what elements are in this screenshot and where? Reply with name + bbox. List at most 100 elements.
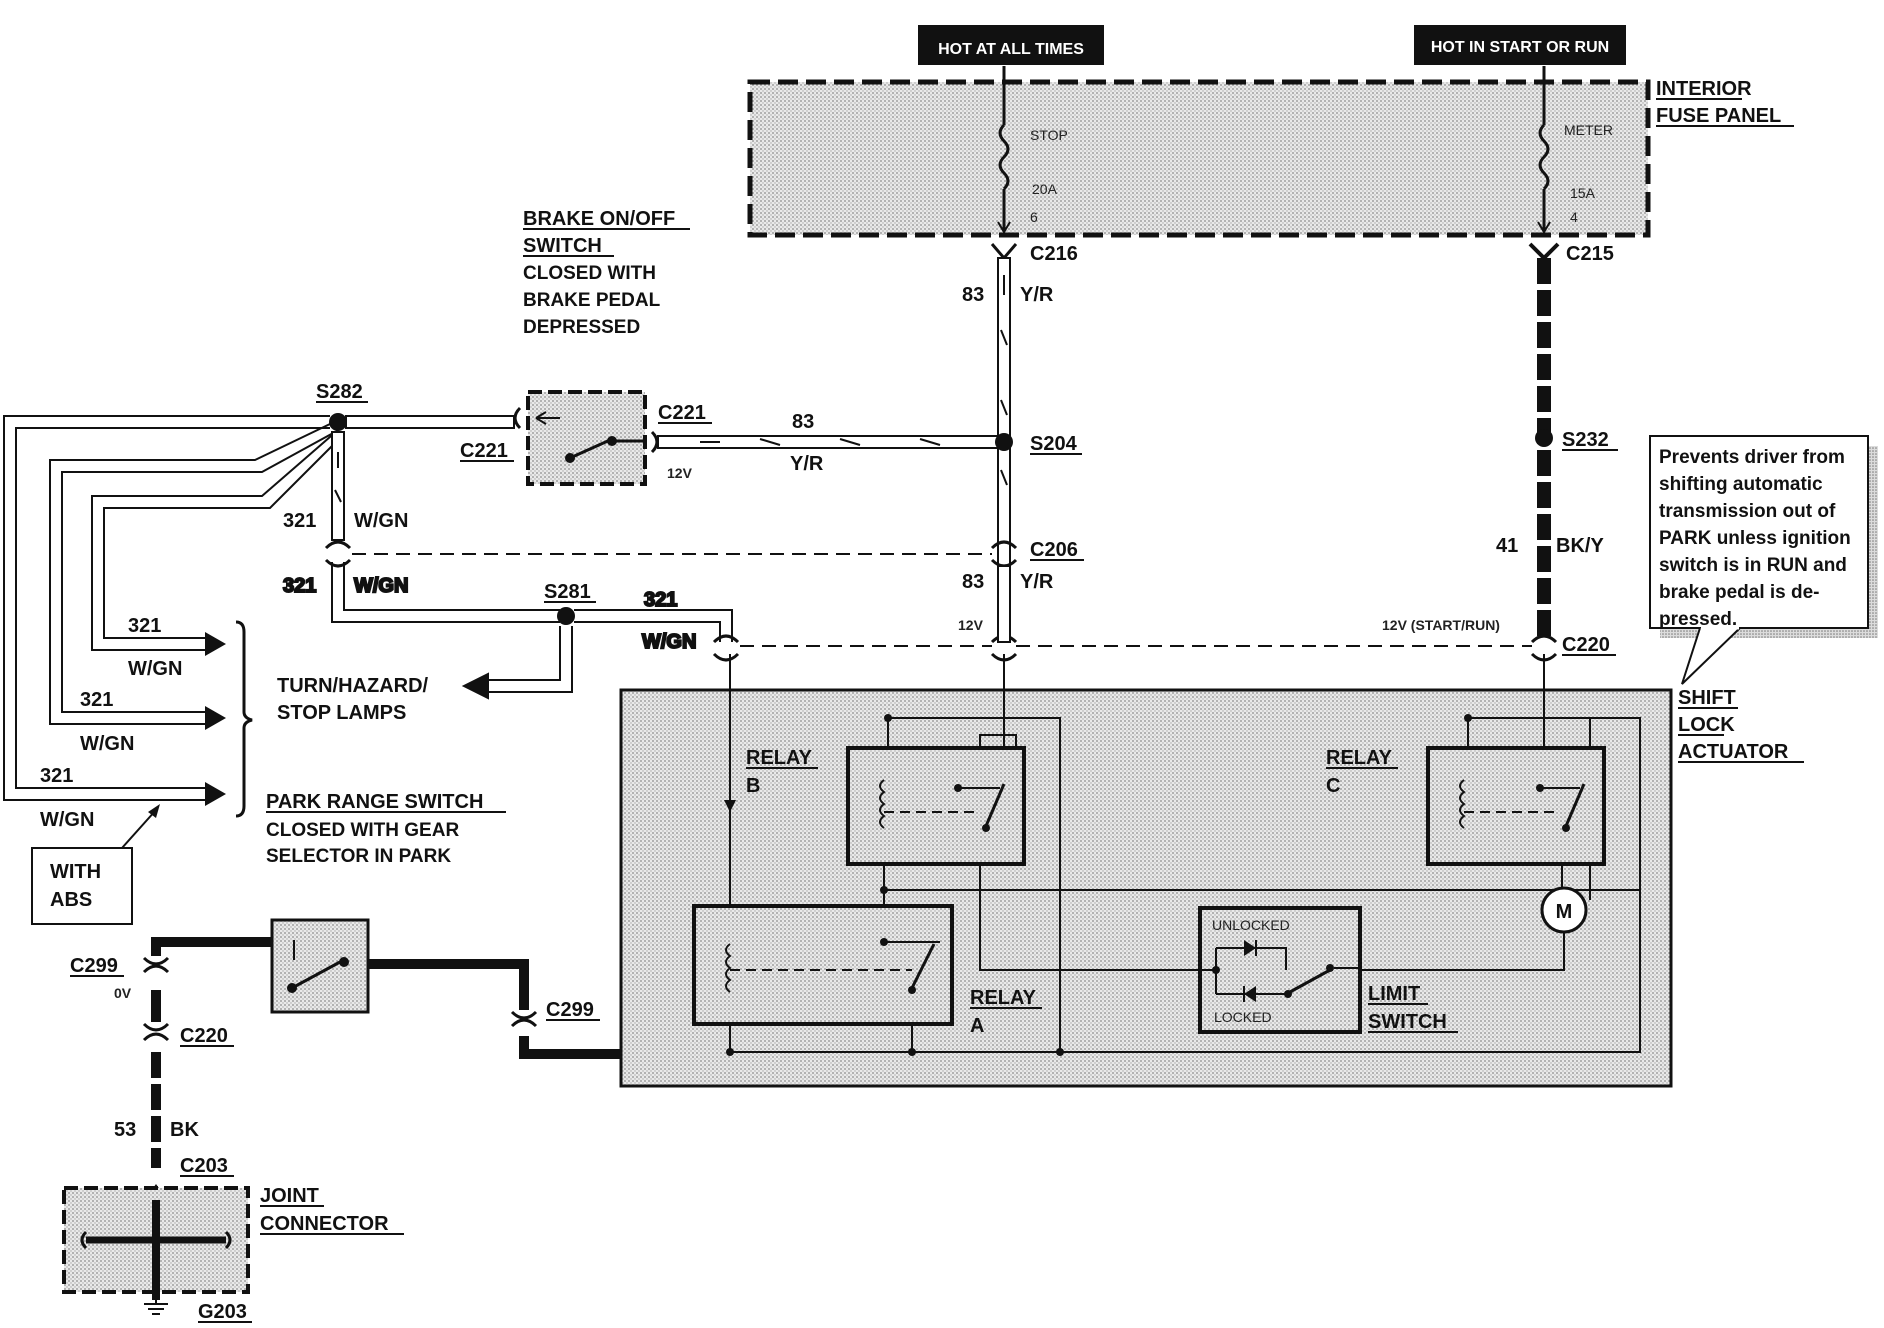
svg-text:RELAY: RELAY — [970, 987, 1037, 1009]
svg-text:20A: 20A — [1032, 181, 1058, 197]
svg-text:53: 53 — [114, 1119, 136, 1141]
c299-connector-right: C299 — [510, 999, 600, 1028]
wire-321-wgn-arrows — [205, 632, 226, 806]
shift-lock-actuator: RELAY B RELAY C RELAY A — [619, 654, 1673, 1088]
wire-53-bk: 53 BK — [114, 1119, 199, 1141]
svg-text:S281: S281 — [544, 581, 591, 603]
svg-text:12V: 12V — [667, 465, 693, 481]
brake-switch — [526, 390, 647, 486]
svg-text:SWITCH: SWITCH — [1368, 1011, 1447, 1033]
c220-connector-bottom: C220 — [142, 1022, 234, 1047]
splice-s282: S282 — [316, 381, 368, 431]
actuator-input-connectors — [712, 634, 1558, 662]
limit-switch-label: LIMIT SWITCH — [1368, 983, 1458, 1033]
svg-text:G203: G203 — [198, 1301, 247, 1323]
svg-text:4: 4 — [1570, 209, 1578, 225]
wire-321-to-s281: 321 W/GN — [282, 562, 560, 623]
svg-text:W/GN: W/GN — [80, 733, 134, 755]
splice-s281: S281 — [544, 581, 596, 625]
svg-text:83: 83 — [792, 411, 814, 433]
shift-lock-actuator-label: SHIFT LOCK ACTUATOR — [1678, 687, 1804, 763]
svg-text:A: A — [970, 1015, 984, 1037]
splice-s232: S232 — [1535, 429, 1618, 451]
interior-fuse-panel: INTERIOR FUSE PANEL — [747, 78, 1794, 238]
svg-text:C299: C299 — [70, 955, 118, 977]
svg-text:83: 83 — [962, 571, 984, 593]
svg-text:brake pedal is de-: brake pedal is de- — [1659, 582, 1820, 603]
svg-text:W/GN: W/GN — [642, 631, 696, 653]
svg-text:C221: C221 — [658, 402, 706, 424]
svg-text:15A: 15A — [1570, 185, 1596, 201]
turn-hazard-stop-lamps-label: TURN/HAZARD/ STOP LAMPS — [277, 675, 429, 724]
hot-in-start-or-run-tag: HOT IN START OR RUN — [1414, 25, 1626, 65]
svg-text:SELECTOR IN PARK: SELECTOR IN PARK — [266, 846, 451, 867]
wire-321-wgn-harness — [3, 415, 515, 801]
relay-a: RELAY A — [692, 904, 1042, 1037]
svg-text:JOINT: JOINT — [260, 1185, 319, 1207]
svg-text:LOCK: LOCK — [1678, 714, 1735, 736]
ground-switch — [270, 918, 370, 1014]
svg-text:12V: 12V — [958, 617, 984, 633]
wire-to-turn-lamps — [461, 626, 573, 700]
splice-s204: S204 — [995, 433, 1082, 455]
c220-connector-top: 12V (START/RUN) C220 — [1382, 617, 1616, 656]
svg-text:ACTUATOR: ACTUATOR — [1678, 741, 1789, 763]
svg-text:W/GN: W/GN — [40, 809, 94, 831]
wire-321-wgn-labels: 321 W/GN 321 W/GN 321 W/GN 321 W/GN — [40, 510, 408, 831]
svg-text:Prevents driver from: Prevents driver from — [1659, 447, 1845, 468]
svg-text:321: 321 — [283, 510, 316, 532]
svg-text:C203: C203 — [180, 1155, 228, 1177]
brake-switch-label: BRAKE ON/OFF SWITCH CLOSED WITH BRAKE PE… — [523, 208, 690, 338]
svg-text:CLOSED WITH GEAR: CLOSED WITH GEAR — [266, 820, 459, 841]
with-abs-box: WITH ABS — [31, 804, 160, 925]
svg-text:321: 321 — [128, 615, 161, 637]
svg-text:Y/R: Y/R — [1020, 571, 1054, 593]
svg-text:STOP: STOP — [1030, 127, 1068, 143]
svg-text:SHIFT: SHIFT — [1678, 687, 1736, 709]
svg-text:STOP LAMPS: STOP LAMPS — [277, 702, 406, 724]
svg-text:HOT AT ALL TIMES: HOT AT ALL TIMES — [938, 41, 1084, 58]
svg-text:83: 83 — [962, 284, 984, 306]
svg-text:6: 6 — [1030, 209, 1038, 225]
svg-text:C220: C220 — [1562, 634, 1610, 656]
svg-text:W/GN: W/GN — [354, 575, 408, 597]
motor-icon: M — [1540, 886, 1588, 934]
svg-text:C220: C220 — [180, 1025, 228, 1047]
svg-text:B: B — [746, 775, 760, 797]
relay-b: RELAY B — [724, 746, 1026, 866]
svg-text:BK: BK — [170, 1119, 199, 1141]
svg-text:C206: C206 — [1030, 539, 1078, 561]
wire-83-yr-horizontal: 83 Y/R — [657, 411, 1003, 475]
svg-text:pressed.: pressed. — [1659, 609, 1737, 630]
park-range-switch-bracket — [235, 620, 253, 818]
ground-g203-icon: G203 — [144, 1292, 252, 1323]
callout-box: Prevents driver from shifting automatic … — [1649, 435, 1878, 685]
svg-text:W/GN: W/GN — [354, 510, 408, 532]
svg-text:Y/R: Y/R — [1020, 284, 1054, 306]
ground-wire — [151, 937, 621, 1168]
svg-text:321: 321 — [80, 689, 113, 711]
svg-text:S204: S204 — [1030, 433, 1078, 455]
svg-text:WITH: WITH — [50, 861, 101, 883]
svg-text:RELAY: RELAY — [746, 747, 813, 769]
svg-text:C215: C215 — [1566, 243, 1614, 265]
svg-text:W/GN: W/GN — [128, 658, 182, 680]
svg-text:METER: METER — [1564, 122, 1613, 138]
svg-text:321: 321 — [644, 589, 677, 611]
svg-text:shifting automatic: shifting automatic — [1659, 474, 1823, 495]
svg-text:BRAKE PEDAL: BRAKE PEDAL — [523, 290, 661, 311]
svg-text:C: C — [1326, 775, 1340, 797]
relay-c: RELAY C — [1326, 746, 1606, 866]
svg-text:ABS: ABS — [50, 889, 92, 911]
c221-connector-right: C221 12V — [650, 402, 712, 481]
svg-text:SWITCH: SWITCH — [523, 235, 602, 257]
svg-text:12V (START/RUN): 12V (START/RUN) — [1382, 617, 1500, 633]
svg-text:321: 321 — [40, 765, 73, 787]
wire-321-to-actuator: 321 W/GN — [574, 588, 733, 654]
svg-text:LIMIT: LIMIT — [1368, 983, 1420, 1005]
svg-text:FUSE PANEL: FUSE PANEL — [1656, 105, 1781, 127]
svg-text:C221: C221 — [460, 440, 508, 462]
svg-text:RELAY: RELAY — [1326, 747, 1393, 769]
svg-text:PARK unless ignition: PARK unless ignition — [1659, 528, 1851, 549]
